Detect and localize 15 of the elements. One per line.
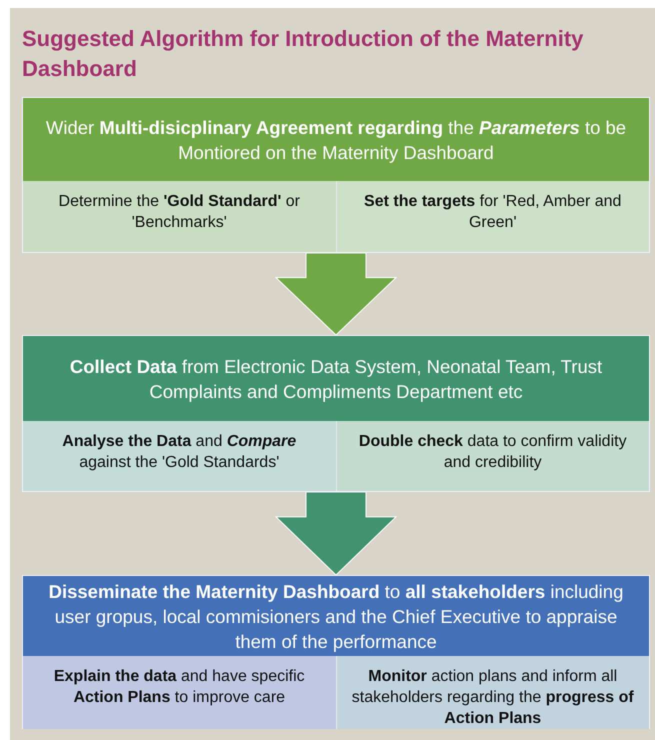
block-arrow — [274, 252, 398, 336]
task-box: Analyse the Data and Compare against the 'Gold Standards' — [23, 421, 336, 491]
stage-panel — [22, 575, 650, 729]
title: Suggested Algorithm for Introduction of the Maternity Dashboard — [22, 25, 584, 83]
task-box: Determine the 'Gold Standard' or 'Benchmarks' — [23, 181, 336, 252]
stage-heading: Wider Multi-disicplinary Agreement regarding the Parameters to be Montiored on the Maternity Dashboard — [23, 98, 649, 181]
stage-panel — [22, 97, 650, 253]
stage-heading: Collect Data from Electronic Data System, Neonatal Team, Trust Complaints and Compliments Department etc — [23, 336, 649, 421]
stage-panel — [22, 335, 650, 492]
stage-heading: Disseminate the Maternity Dashboard to all stakeholders including user gropus, local commisioners and the Chief Executive to appraise them of the performance — [23, 576, 649, 656]
task-box: Double check data to confirm validity and credibility — [336, 421, 649, 491]
task-box: Explain the data and have specific Action Plans to improve care — [23, 656, 336, 729]
task-box: Monitor action plans and inform all stakeholders regarding the progress of Action Plans — [336, 656, 649, 729]
block-arrow — [274, 492, 398, 576]
task-box: Set the targets for 'Red, Amber and Green' — [336, 181, 649, 252]
